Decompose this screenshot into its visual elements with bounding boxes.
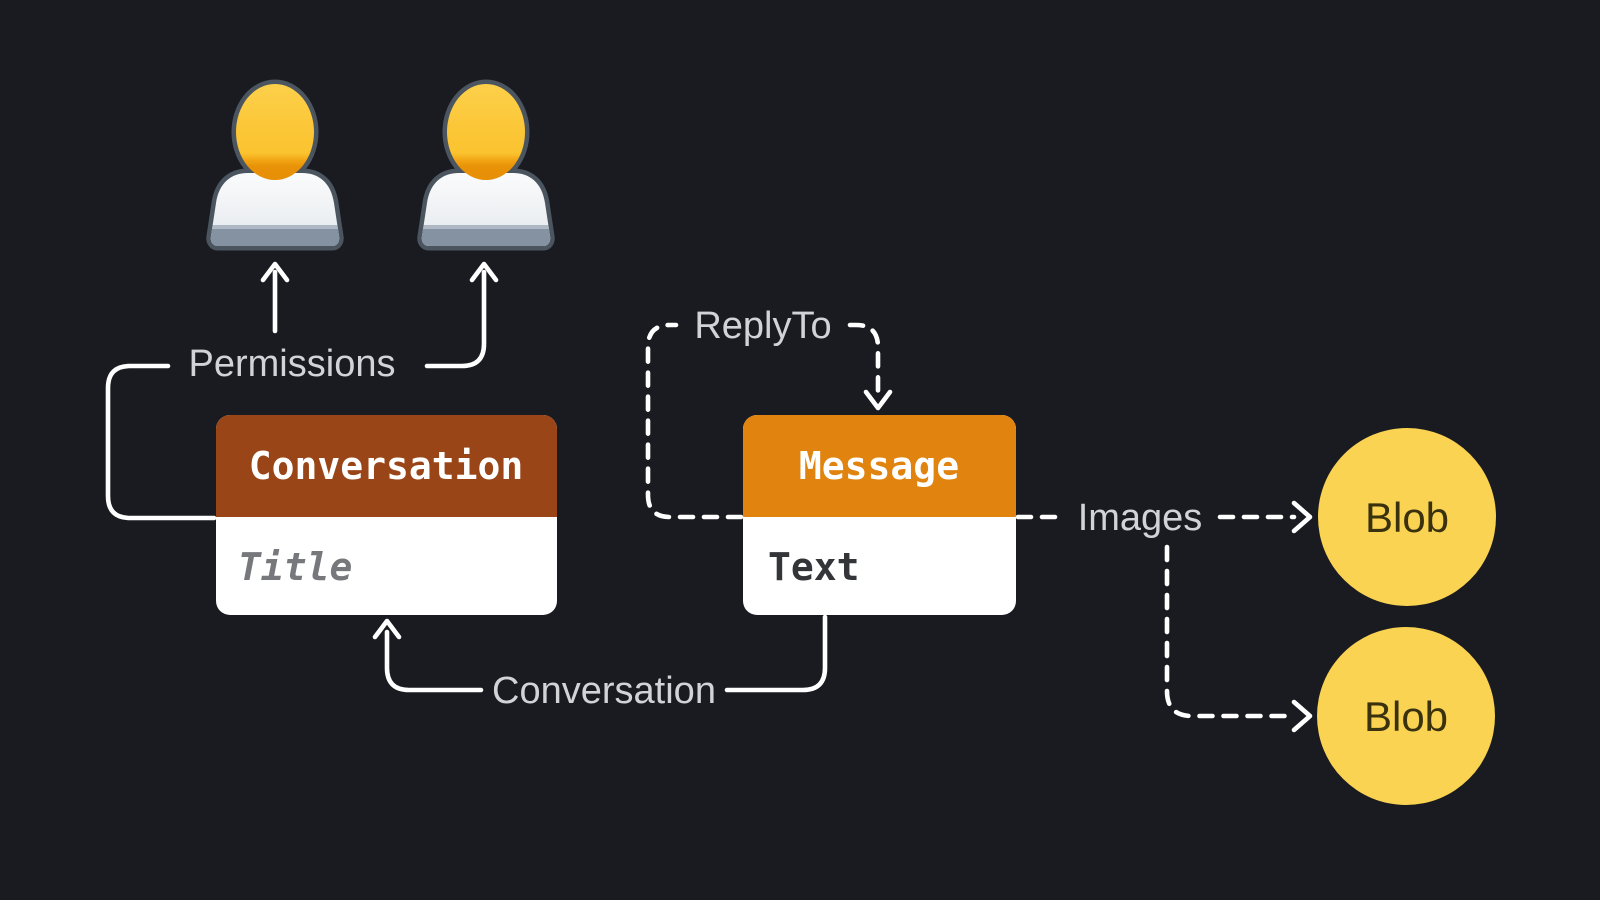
images-edge: Images bbox=[1015, 497, 1313, 733]
images-edge-label: Images bbox=[1078, 497, 1203, 539]
blob-node-bottom: Blob bbox=[1317, 627, 1495, 805]
message-field-text: Text bbox=[768, 545, 860, 589]
edge-line bbox=[424, 269, 487, 369]
edge-line bbox=[1164, 544, 1297, 719]
message-node: Message Text bbox=[743, 415, 1016, 615]
conversation-edge-label: Conversation bbox=[492, 670, 716, 712]
edge-line bbox=[724, 614, 828, 693]
blob-node-top: Blob bbox=[1318, 428, 1496, 606]
conversation-title: Conversation bbox=[249, 444, 524, 488]
edge-line bbox=[847, 322, 881, 401]
blob-label: Blob bbox=[1364, 693, 1448, 740]
arrow-up-icon bbox=[372, 618, 402, 640]
permissions-edge-label: Permissions bbox=[189, 343, 396, 385]
edge-line bbox=[645, 322, 744, 520]
arrow-up-icon bbox=[469, 261, 499, 283]
permissions-edge: Permissions bbox=[105, 261, 499, 521]
replyto-edge: ReplyTo bbox=[645, 305, 893, 520]
message-title: Message bbox=[799, 444, 959, 488]
arrow-right-icon bbox=[1291, 699, 1313, 733]
edge-line bbox=[105, 363, 217, 521]
arrow-right-icon bbox=[1291, 500, 1313, 534]
conversation-header bbox=[216, 415, 557, 517]
blob-circle bbox=[1318, 428, 1496, 606]
message-header bbox=[743, 415, 1016, 517]
replyto-edge-label: ReplyTo bbox=[694, 305, 831, 347]
arrow-up-icon bbox=[260, 261, 290, 283]
conversation-edge: Conversation bbox=[372, 614, 828, 712]
conversation-node: Conversation Title bbox=[216, 415, 557, 615]
blob-circle bbox=[1317, 627, 1495, 805]
arrow-down-icon bbox=[863, 389, 893, 411]
conversation-field-title: Title bbox=[238, 545, 352, 589]
edge-line bbox=[384, 629, 484, 693]
blob-label: Blob bbox=[1365, 494, 1449, 541]
